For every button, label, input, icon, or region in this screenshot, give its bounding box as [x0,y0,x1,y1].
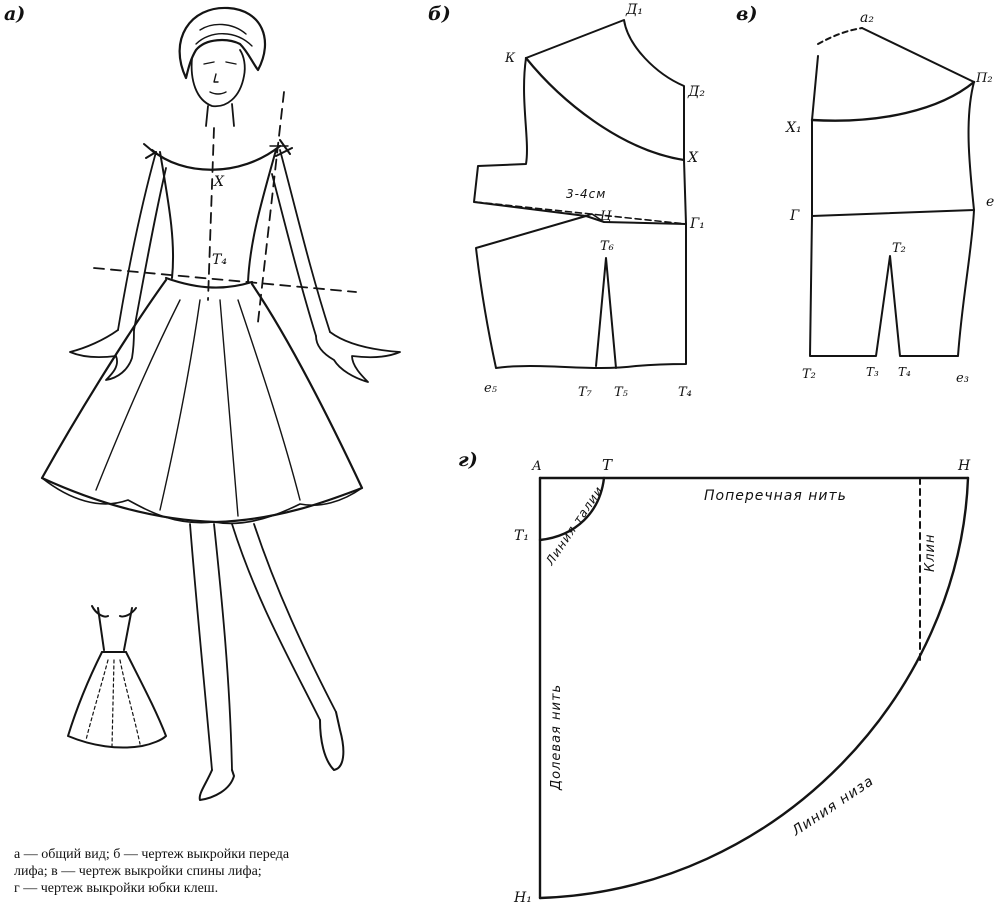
panel-g-label: г) [458,449,478,471]
right-hand [315,331,401,383]
point-X1: Х₁ [785,120,802,136]
left-hand [69,329,135,381]
point-T2-top: Т₂ [892,241,906,256]
point-T3: Т₃ [866,365,879,379]
bust-dart-tip [585,213,605,223]
point-T2: Т₂ [802,367,816,382]
waist-arc [538,476,606,542]
hair-strands [195,23,253,47]
dart-measure-note: 3-4см [566,187,606,201]
wedge-label: Клин [923,534,938,573]
panel-a-label: а) [4,3,25,25]
front-neck-shoulder [525,19,687,225]
neck [205,103,235,127]
point-T7: Т₇ [578,385,593,400]
waist-line-label: Линия талии [542,483,606,568]
point-T5: Т₅ [614,385,629,400]
point-D1: Д₁ [625,2,643,18]
right-leg [231,523,337,721]
right-arm [271,149,331,337]
waistband [164,276,254,289]
side-guide-line [257,91,285,323]
back-outline-dart [809,55,975,357]
back-shoulder [861,27,975,83]
point-e5: е₅ [484,381,498,396]
center-guide-line [207,127,215,301]
point-T6: Т₆ [600,239,614,254]
back-armhole-side [811,81,975,217]
point-T4: Т₄ [898,365,911,379]
point-P2: П₂ [975,71,993,86]
point-H: Н [957,458,971,474]
facial-features [203,61,237,95]
hem-arc [538,476,970,900]
point-H1: Н₁ [513,890,532,906]
point-a2: а₂ [860,10,874,26]
skirt-folds [95,299,301,517]
left-arm [117,151,167,331]
panel-b-front-bodice: б) К Д₁ Д₂ Х Г₁ 3-4см Ц Т₆ е₅ Т₇ Т₅ Т₄ [428,2,705,400]
figure-neck-mark: Х [213,174,225,190]
neckline [150,144,282,171]
left-shoe [198,769,235,801]
point-T1: Т₁ [514,528,529,544]
point-G: Г [789,208,800,224]
front-chest-construction [475,201,687,225]
hair [178,6,267,80]
point-A: А [531,459,542,474]
point-D2: Д₂ [687,84,705,100]
caption-line-3: г — чертеж выкройки юбки клеш. [14,881,219,896]
panel-v-back-bodice: в) а₂ П₂ Х₁ Г е Т₂ Т₂ Т₃ Т₄ е₃ [736,3,994,386]
point-G1: Г₁ [689,216,705,232]
point-T4: Т₄ [678,385,692,400]
panel-a-figure: а) Х Т₄ [4,3,401,801]
waist-guide-line [93,267,357,293]
left-leg [189,523,233,771]
point-T: Т [602,456,613,474]
lengthwise-grain-label: Долевая нить [549,684,564,791]
figure-caption: а — общий вид; б — чертеж выкройки перед… [14,846,466,897]
flared-skirt [40,278,364,524]
caption-line-1: а — общий вид; б — чертеж выкройки перед… [14,847,290,862]
hem-line-label: Линия низа [788,773,877,840]
figure-waist-mark: Т₄ [212,252,227,268]
caption-line-2: лифа; в — чертеж выкройки спины лифа; [14,864,262,879]
bodice-sides [159,149,277,283]
right-shoe [319,711,345,771]
panel-v-label: в) [736,3,757,25]
face [190,49,246,108]
front-lower-outline [475,215,687,369]
front-waist-dart [595,257,617,369]
point-Ts: Ц [600,209,612,224]
back-neck-dashed [817,27,863,45]
point-e: е [986,194,994,210]
point-e3: е₃ [956,371,969,386]
point-K: К [504,51,516,66]
shoulder-bows [143,139,293,159]
cross-grain-label: Поперечная нить [704,488,847,504]
panel-b-label: б) [428,3,451,25]
back-armhole-line [810,80,976,122]
dress-thumbnail [67,605,167,749]
front-armhole [524,56,686,162]
front-center-upper [473,57,587,217]
panel-g-flared-skirt: г) А Т Н Т₁ Н₁ Поперечная нить Линия тал… [458,449,971,906]
point-X: Х [687,150,699,166]
skirt-hem [41,477,363,525]
